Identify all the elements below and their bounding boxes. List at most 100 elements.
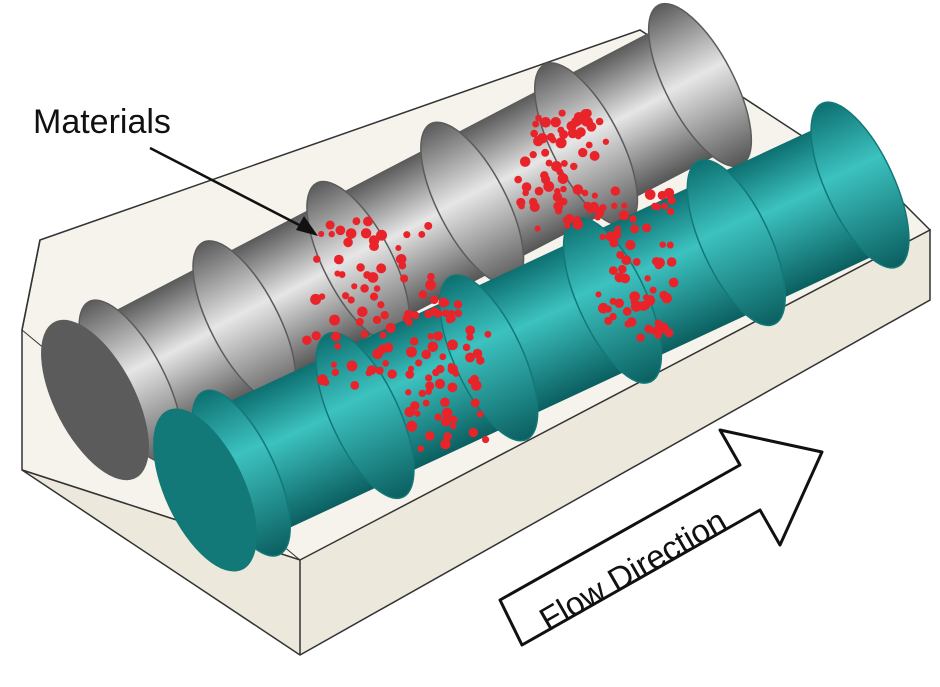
material-particle (594, 214, 601, 221)
material-particle (581, 189, 589, 197)
material-particle (351, 283, 358, 290)
material-particle (425, 388, 432, 395)
material-particle (376, 229, 388, 241)
material-particle (528, 197, 538, 207)
material-particle (331, 368, 339, 377)
material-particle (557, 173, 569, 184)
material-particle (441, 309, 450, 318)
material-particle (604, 316, 613, 325)
material-particle (573, 116, 583, 126)
material-particle (434, 413, 442, 421)
material-particle (465, 352, 476, 363)
grey-screw-end-face (41, 319, 149, 481)
material-particle (422, 399, 430, 407)
material-particle (360, 330, 369, 338)
material-particle (521, 182, 532, 192)
material-particle (373, 285, 381, 292)
material-particle (334, 342, 342, 350)
material-particle (631, 301, 642, 312)
material-particle (405, 370, 415, 379)
material-particle (311, 331, 321, 341)
material-particle (659, 241, 666, 248)
material-particle (560, 185, 567, 193)
teal-screw-flight (686, 159, 786, 327)
material-particle (330, 361, 337, 368)
material-particle (621, 202, 628, 209)
material-particle (417, 445, 425, 452)
material-particle (654, 319, 662, 327)
material-particle (363, 216, 373, 227)
material-particle (356, 263, 365, 272)
material-particle (541, 148, 550, 157)
material-particle (445, 315, 454, 324)
material-particle (470, 380, 482, 391)
material-particle (591, 192, 598, 199)
material-particle (346, 360, 358, 372)
materials-label: Materials (33, 103, 171, 141)
material-particle (666, 241, 674, 249)
material-particle (379, 331, 387, 339)
material-particle (666, 207, 675, 216)
material-particle (449, 415, 458, 424)
material-particle (595, 291, 602, 298)
material-particle (400, 274, 409, 283)
material-particle (357, 306, 368, 318)
material-particle (318, 230, 325, 237)
material-particle (427, 272, 435, 281)
material-particle (447, 382, 458, 393)
teal-screw-end-face (153, 408, 257, 572)
material-particle (338, 271, 346, 278)
material-particle (545, 159, 553, 167)
material-particle (659, 290, 669, 300)
material-particle (404, 309, 414, 319)
material-particle (644, 324, 654, 334)
material-particle (350, 380, 360, 390)
material-particle (560, 159, 568, 167)
material-particle (434, 378, 446, 389)
material-particle (425, 374, 433, 382)
material-particle (644, 275, 651, 282)
material-particle (325, 220, 335, 230)
material-particle (530, 129, 538, 138)
material-particle (322, 378, 330, 386)
materials-particles (302, 108, 679, 452)
material-particle (582, 108, 592, 118)
material-particle (570, 162, 578, 171)
material-particle (642, 223, 652, 233)
material-particle (555, 137, 567, 149)
material-particle (585, 141, 593, 149)
material-particle (618, 210, 630, 221)
material-particle (519, 156, 531, 167)
material-particle (618, 264, 627, 274)
material-particle (612, 229, 622, 240)
material-particle (564, 222, 571, 229)
material-particle (421, 349, 431, 360)
material-particle (367, 275, 376, 283)
material-particle (622, 307, 632, 316)
material-particle (406, 420, 418, 432)
material-particle (450, 422, 457, 430)
material-particle (636, 333, 645, 342)
material-particle (329, 314, 340, 326)
material-particle (360, 228, 372, 239)
material-particle (440, 299, 447, 306)
material-particle (552, 192, 563, 202)
material-particle (653, 202, 661, 211)
material-particle (403, 231, 411, 239)
material-particle (380, 311, 389, 320)
material-particle (447, 363, 458, 375)
material-particle (335, 225, 346, 236)
material-particle (558, 109, 566, 117)
material-particle (616, 250, 625, 259)
material-particle (554, 187, 561, 195)
material-particle (341, 292, 350, 300)
material-particle (440, 438, 451, 450)
material-particle (543, 181, 555, 192)
material-particle (550, 116, 561, 128)
material-particle (586, 121, 597, 132)
material-particle (629, 215, 637, 223)
material-particle (430, 295, 439, 305)
material-particle (668, 277, 679, 288)
